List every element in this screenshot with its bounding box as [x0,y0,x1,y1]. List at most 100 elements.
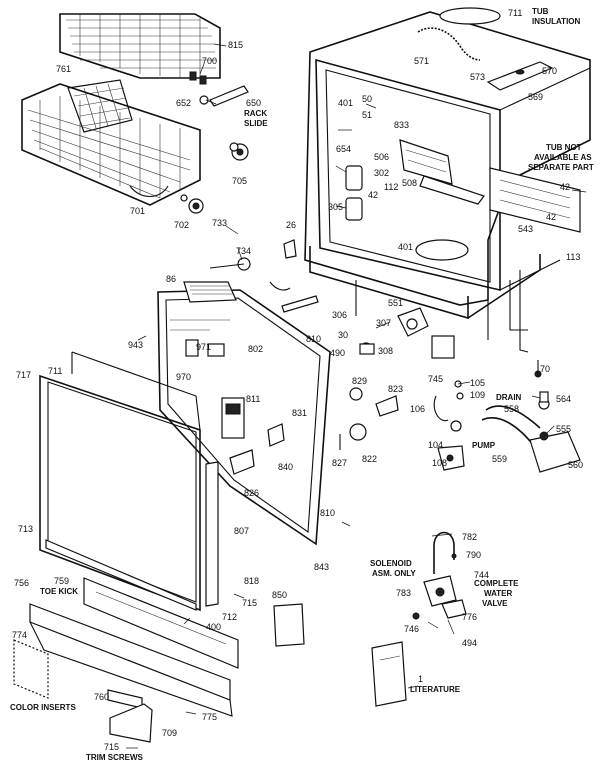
part-number: 843 [314,562,329,572]
part-number: 559 [492,454,507,464]
part-number: 711 [48,366,62,376]
part-number: 715 [104,742,119,752]
toe-kick [83,577,239,669]
caption-rack-slide-1: RACK [244,109,267,118]
part-number: 490 [330,348,345,358]
part-number: 555 [556,424,571,434]
caption-tub-insulation-1: TUB [532,7,549,16]
part-number: 802 [248,344,263,354]
part-number: 302 [374,168,389,178]
part-number: 401 [398,242,413,252]
lower-rack [21,83,201,206]
part-number: 827 [332,458,347,468]
part-850 [273,603,305,647]
caption-tub-not-available-3: SEPARATE PART [528,163,594,172]
part-number: 570 [542,66,557,76]
part-number: 850 [272,590,287,600]
door-inner-panel [157,281,331,546]
wheel-702 [180,194,204,214]
part-number: 401 [338,98,353,108]
part-number: 573 [470,72,485,82]
hinge-parts [209,239,319,313]
part-number: 308 [378,346,393,356]
part-number: 790 [466,550,481,560]
caption-toe-kick: TOE KICK [40,587,78,596]
part-number: 712 [222,612,237,622]
part-number: 759 [54,576,69,586]
part-number: 70 [540,364,550,374]
door-side-trim [45,461,219,611]
part-number: 506 [374,152,389,162]
water-valve [412,531,467,620]
part-number: 112 [384,182,398,192]
part-number: 774 [12,630,27,640]
part-number: 761 [56,64,71,74]
part-number: 810 [306,334,321,344]
part-number: 775 [202,712,217,722]
part-number: 306 [332,310,347,320]
rack-slide [189,71,249,107]
part-number: 543 [518,224,533,234]
part-number: 113 [566,252,580,262]
part-number: 26 [286,220,296,230]
part-number: 109 [470,390,485,400]
part-number: 42 [560,182,570,192]
part-number: 569 [528,92,543,102]
outer-door-panel [39,351,201,612]
part-number: 733 [212,218,227,228]
part-number: 745 [428,374,443,384]
part-number: 756 [14,578,29,588]
part-number: 822 [362,454,377,464]
leader-lines [126,43,587,749]
upper-rack [59,13,221,79]
part-number: 943 [128,340,143,350]
part-number: 104 [428,440,443,450]
caption-pump: PUMP [472,441,496,450]
caption-tub-not-available-1: TUB NOT [546,143,582,152]
part-numbers: 711 815 700 761 652 650 705 701 702 733 … [12,8,583,752]
part-number: 305 [328,202,343,212]
part-number: 106 [410,404,425,414]
part-number: 776 [462,612,477,622]
part-number: 715 [242,598,257,608]
part-number: 700 [202,56,217,66]
part-number: 831 [292,408,307,418]
part-number: 701 [130,206,145,216]
caption-water-valve-3: VALVE [482,599,508,608]
part-number: 971 [196,342,211,352]
part-number: 564 [556,394,571,404]
part-number: 783 [396,588,411,598]
part-number: 744 [474,570,489,580]
part-number: 815 [228,40,243,50]
part-number: 50 [362,94,372,104]
part-number: 709 [162,728,177,738]
part-number: 826 [244,488,259,498]
literature-booklet [371,641,407,707]
part-number: 654 [336,144,351,154]
part-number: 108 [432,458,447,468]
caption-color-inserts: COLOR INSERTS [10,703,76,712]
caption-literature: LITERATURE [410,685,461,694]
part-number: 42 [546,212,556,222]
part-number: 811 [246,394,260,404]
pump-assembly [397,307,455,359]
part-number: 105 [470,378,485,388]
part-number: 1 [418,674,423,684]
part-number: 717 [16,370,31,380]
part-number: 705 [232,176,247,186]
part-number: 560 [568,460,583,470]
part-number: 702 [174,220,189,230]
caption-tub-not-available-2: AVAILABLE AS [534,153,592,162]
part-number: 652 [176,98,191,108]
trim-brackets [107,689,153,743]
part-number: 400 [206,622,221,632]
part-number: 840 [278,462,293,472]
part-number: 734 [236,246,251,256]
caption-tub-insulation-2: INSULATION [532,17,581,26]
caption-solenoid-1: SOLENOID [370,559,412,568]
part-number: 711 [508,8,522,18]
part-number: 713 [18,524,33,534]
caption-solenoid-2: ASM. ONLY [372,569,416,578]
captions: TUB INSULATION TUB NOT AVAILABLE AS SEPA… [10,7,594,762]
